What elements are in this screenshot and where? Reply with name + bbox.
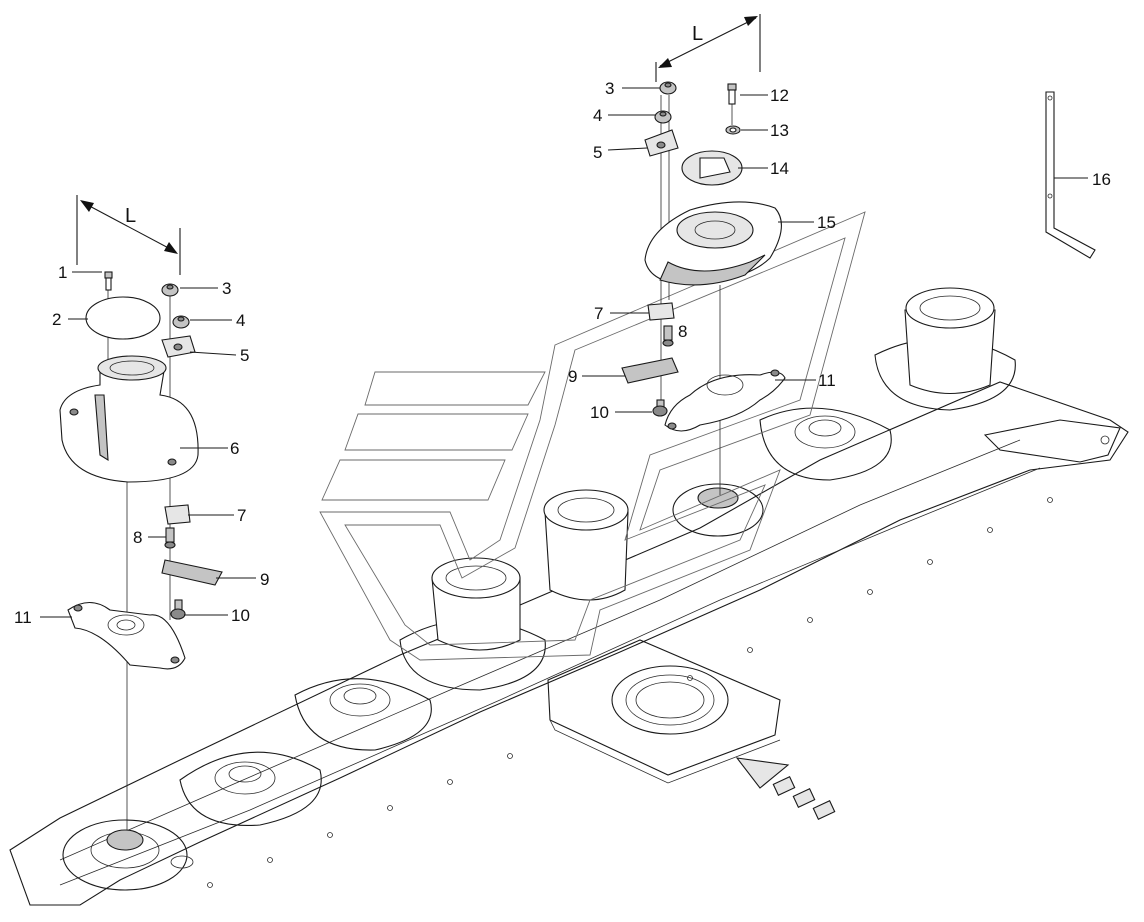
disc-4-drum (399, 557, 546, 691)
part-blade-9-right (621, 357, 679, 384)
part-cover-2 (85, 296, 161, 340)
right-exploded-stack: L (568, 14, 1111, 495)
part-drum-15 (644, 201, 782, 286)
left-dimension-L: L (76, 195, 181, 275)
disc-1 (62, 819, 194, 891)
part-bolt-8 (164, 527, 176, 549)
callout-right-4: 4 (593, 106, 602, 125)
callout-left-8: 8 (133, 528, 142, 547)
disc-2 (179, 751, 322, 827)
part-bolt-8-right (662, 325, 674, 347)
part-washer-13 (725, 125, 741, 135)
callout-right-10: 10 (590, 403, 609, 422)
disc-3 (294, 678, 432, 751)
callout-left-7: 7 (237, 506, 246, 525)
part-plate-5 (161, 335, 196, 358)
callout-right-12: 12 (770, 86, 789, 105)
part-screw-1 (104, 271, 113, 291)
callout-right-9: 9 (568, 367, 577, 386)
callout-right-11: 11 (818, 371, 836, 390)
part-drum-6 (59, 355, 199, 483)
part-bolt-10-right (652, 399, 668, 417)
bar-holes (207, 497, 1053, 888)
part-nut-3 (161, 283, 179, 297)
cutter-bar-assembly (9, 287, 1129, 906)
part-nut-3-right (659, 81, 677, 95)
disc-8-drum (874, 287, 1016, 411)
callout-left-4: 4 (236, 311, 245, 330)
callout-right-13: 13 (770, 121, 789, 140)
part-plate-5-right (644, 129, 679, 157)
callout-right-16: 16 (1092, 170, 1111, 189)
part-nut-4 (172, 315, 190, 329)
part-plate-7-right (647, 302, 675, 321)
part-bracket-11 (67, 601, 186, 670)
logo-watermark (319, 211, 866, 661)
callout-right-14: 14 (770, 159, 789, 178)
callout-left-2: 2 (52, 310, 61, 329)
callout-left-9: 9 (260, 570, 269, 589)
disc-6 (672, 483, 764, 537)
part-blade-9 (161, 559, 223, 586)
right-dimension-L: L (655, 14, 761, 82)
left-dimension-label: L (125, 205, 136, 227)
part-rod-16 (1045, 91, 1096, 259)
callout-left-3: 3 (222, 279, 231, 298)
part-bolt-10 (170, 599, 186, 620)
callout-left-11: 11 (14, 608, 32, 627)
gearbox-block (547, 639, 781, 784)
part-bracket-11-right (664, 369, 786, 432)
part-plate-7 (164, 504, 191, 525)
disc-5-drum (543, 489, 629, 601)
callout-left-5: 5 (240, 346, 249, 365)
callout-right-5: 5 (593, 143, 602, 162)
left-exploded-stack: L (14, 195, 269, 830)
part-screw-12 (727, 83, 737, 105)
travel-direction-arrow (735, 757, 836, 820)
callout-right-3: 3 (605, 79, 614, 98)
callout-right-7: 7 (594, 304, 603, 323)
callout-right-15: 15 (817, 213, 836, 232)
callout-left-1: 1 (58, 263, 67, 282)
disc-7 (759, 407, 892, 481)
callout-right-8: 8 (678, 322, 687, 341)
callout-left-6: 6 (230, 439, 239, 458)
callout-left-10: 10 (231, 606, 250, 625)
right-dimension-label: L (692, 23, 703, 45)
part-nut-4-right (654, 110, 672, 124)
part-cover-14 (681, 150, 743, 186)
